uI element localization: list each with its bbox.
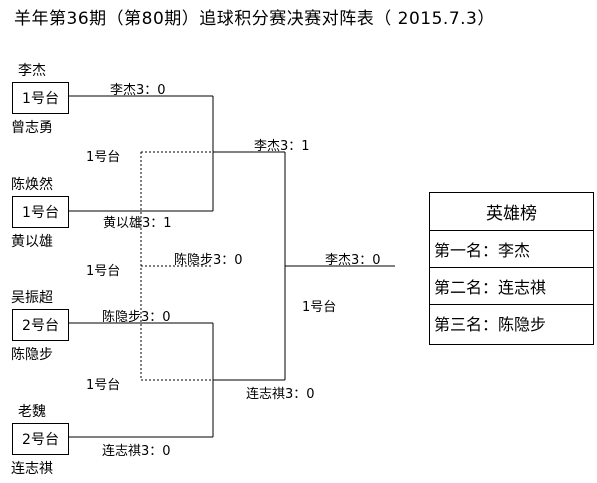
- player-name: 黄以雄: [11, 234, 53, 250]
- player-name: 陈隐步: [11, 347, 53, 363]
- hero-row-second: 第二名：连志祺: [430, 267, 593, 304]
- match-result: 连志祺3：0: [246, 387, 315, 402]
- table-box: 2号台: [12, 309, 69, 341]
- player-name: 连志祺: [11, 461, 53, 477]
- match-result: 李杰3：0: [110, 83, 166, 98]
- table-label: 1号台: [86, 264, 121, 279]
- match-result: 连志祺3：0: [102, 444, 171, 459]
- match-result: 李杰3：1: [254, 139, 310, 154]
- match-result: 陈隐步3：0: [102, 310, 171, 325]
- match-result: 陈隐步3：0: [174, 253, 243, 268]
- player-name: 吴振超: [11, 290, 53, 306]
- hero-board-title: 英雄榜: [486, 204, 537, 224]
- player-name: 老魏: [18, 404, 46, 420]
- final-table-label: 1号台: [302, 300, 337, 315]
- hero-row-first: 第一名：李杰: [430, 230, 593, 267]
- table-box: 1号台: [12, 196, 69, 228]
- table-label: 1号台: [86, 378, 121, 393]
- table-box: 2号台: [12, 423, 69, 455]
- hero-board: 英雄榜 第一名：李杰 第二名：连志祺 第三名：陈隐步: [429, 192, 594, 345]
- player-name: 曾志勇: [11, 120, 53, 136]
- final-result: 李杰3：0: [325, 253, 381, 268]
- table-box: 1号台: [12, 82, 69, 114]
- match-result: 黄以雄3：1: [103, 216, 172, 231]
- player-name: 李杰: [18, 63, 46, 79]
- table-label: 1号台: [86, 150, 121, 165]
- player-name: 陈焕然: [11, 177, 53, 193]
- hero-row-third: 第三名：陈隐步: [430, 304, 593, 341]
- page-title: 羊年第36期（第80期）追球积分赛决赛对阵表（ 2015.7.3）: [14, 9, 495, 29]
